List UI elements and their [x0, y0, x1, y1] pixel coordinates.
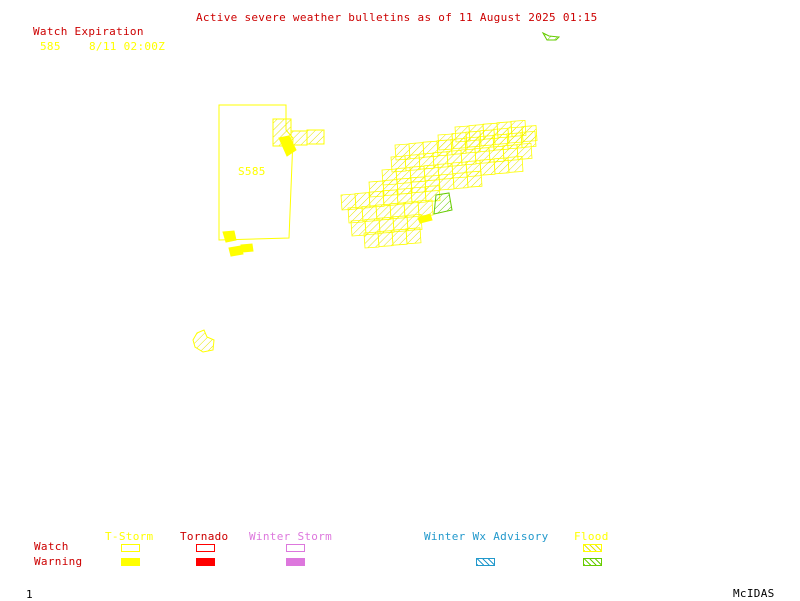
flood-watch-county [363, 231, 380, 249]
legend-watch-label: Watch [34, 540, 69, 553]
flood-watch-area [340, 119, 538, 249]
flood-warning-northeast [541, 31, 561, 41]
legend-tornado-watch-swatch [196, 544, 215, 552]
flood-watch-county [507, 155, 524, 173]
legend-winter-advisory-warning-swatch [476, 558, 495, 566]
frame-number: 1 [26, 588, 33, 601]
watch-expiration-id: 585 [40, 40, 61, 53]
flood-watch-county [479, 158, 496, 176]
legend-tstorm-label: T-Storm [105, 530, 154, 543]
flood-area-southwest [192, 329, 215, 353]
software-label: McIDAS [733, 587, 775, 600]
flood-watch-county [466, 170, 483, 188]
bulletin-title: Active severe weather bulletins as of 11… [196, 11, 598, 24]
flood-watch-county [377, 230, 394, 248]
legend-winter-storm-label: Winter Storm [249, 530, 333, 543]
tstorm-warning-5 [417, 213, 433, 224]
legend-winter-storm-warning-swatch [286, 558, 305, 566]
flood-warning-green [433, 192, 453, 215]
legend-flood-label: Flood [574, 530, 609, 543]
flood-watch-county [493, 157, 510, 175]
legend-winter-advisory-label: Winter Wx Advisory [424, 530, 549, 543]
legend-flood-warning-swatch [583, 558, 602, 566]
watch-label-s585: S585 [238, 165, 266, 178]
tstorm-warning-1 [278, 135, 297, 157]
legend-winter-storm-watch-swatch [286, 544, 305, 552]
flood-watch-county [438, 173, 455, 191]
tstorm-warning-2 [222, 230, 237, 243]
legend-warning-label: Warning [34, 555, 83, 568]
flood-watch-county [516, 142, 533, 160]
flood-watch-county [417, 199, 434, 217]
legend-tstorm-watch-swatch [121, 544, 140, 552]
watch-expiration-label: Watch Expiration [33, 25, 144, 38]
flood-watch-county [452, 172, 469, 190]
legend-tornado-label: Tornado [180, 530, 229, 543]
flood-watch-county [391, 228, 408, 246]
flood-watch-county [520, 130, 537, 148]
tstorm-warning-3 [228, 245, 244, 257]
legend-tstorm-warning-swatch [121, 558, 140, 566]
legend-flood-watch-swatch [583, 544, 602, 552]
tstorm-warning-4 [240, 243, 254, 253]
watch-expiration-time: 8/11 02:00Z [89, 40, 166, 53]
flood-watch-county [405, 227, 422, 245]
legend-tornado-warning-swatch [196, 558, 215, 566]
